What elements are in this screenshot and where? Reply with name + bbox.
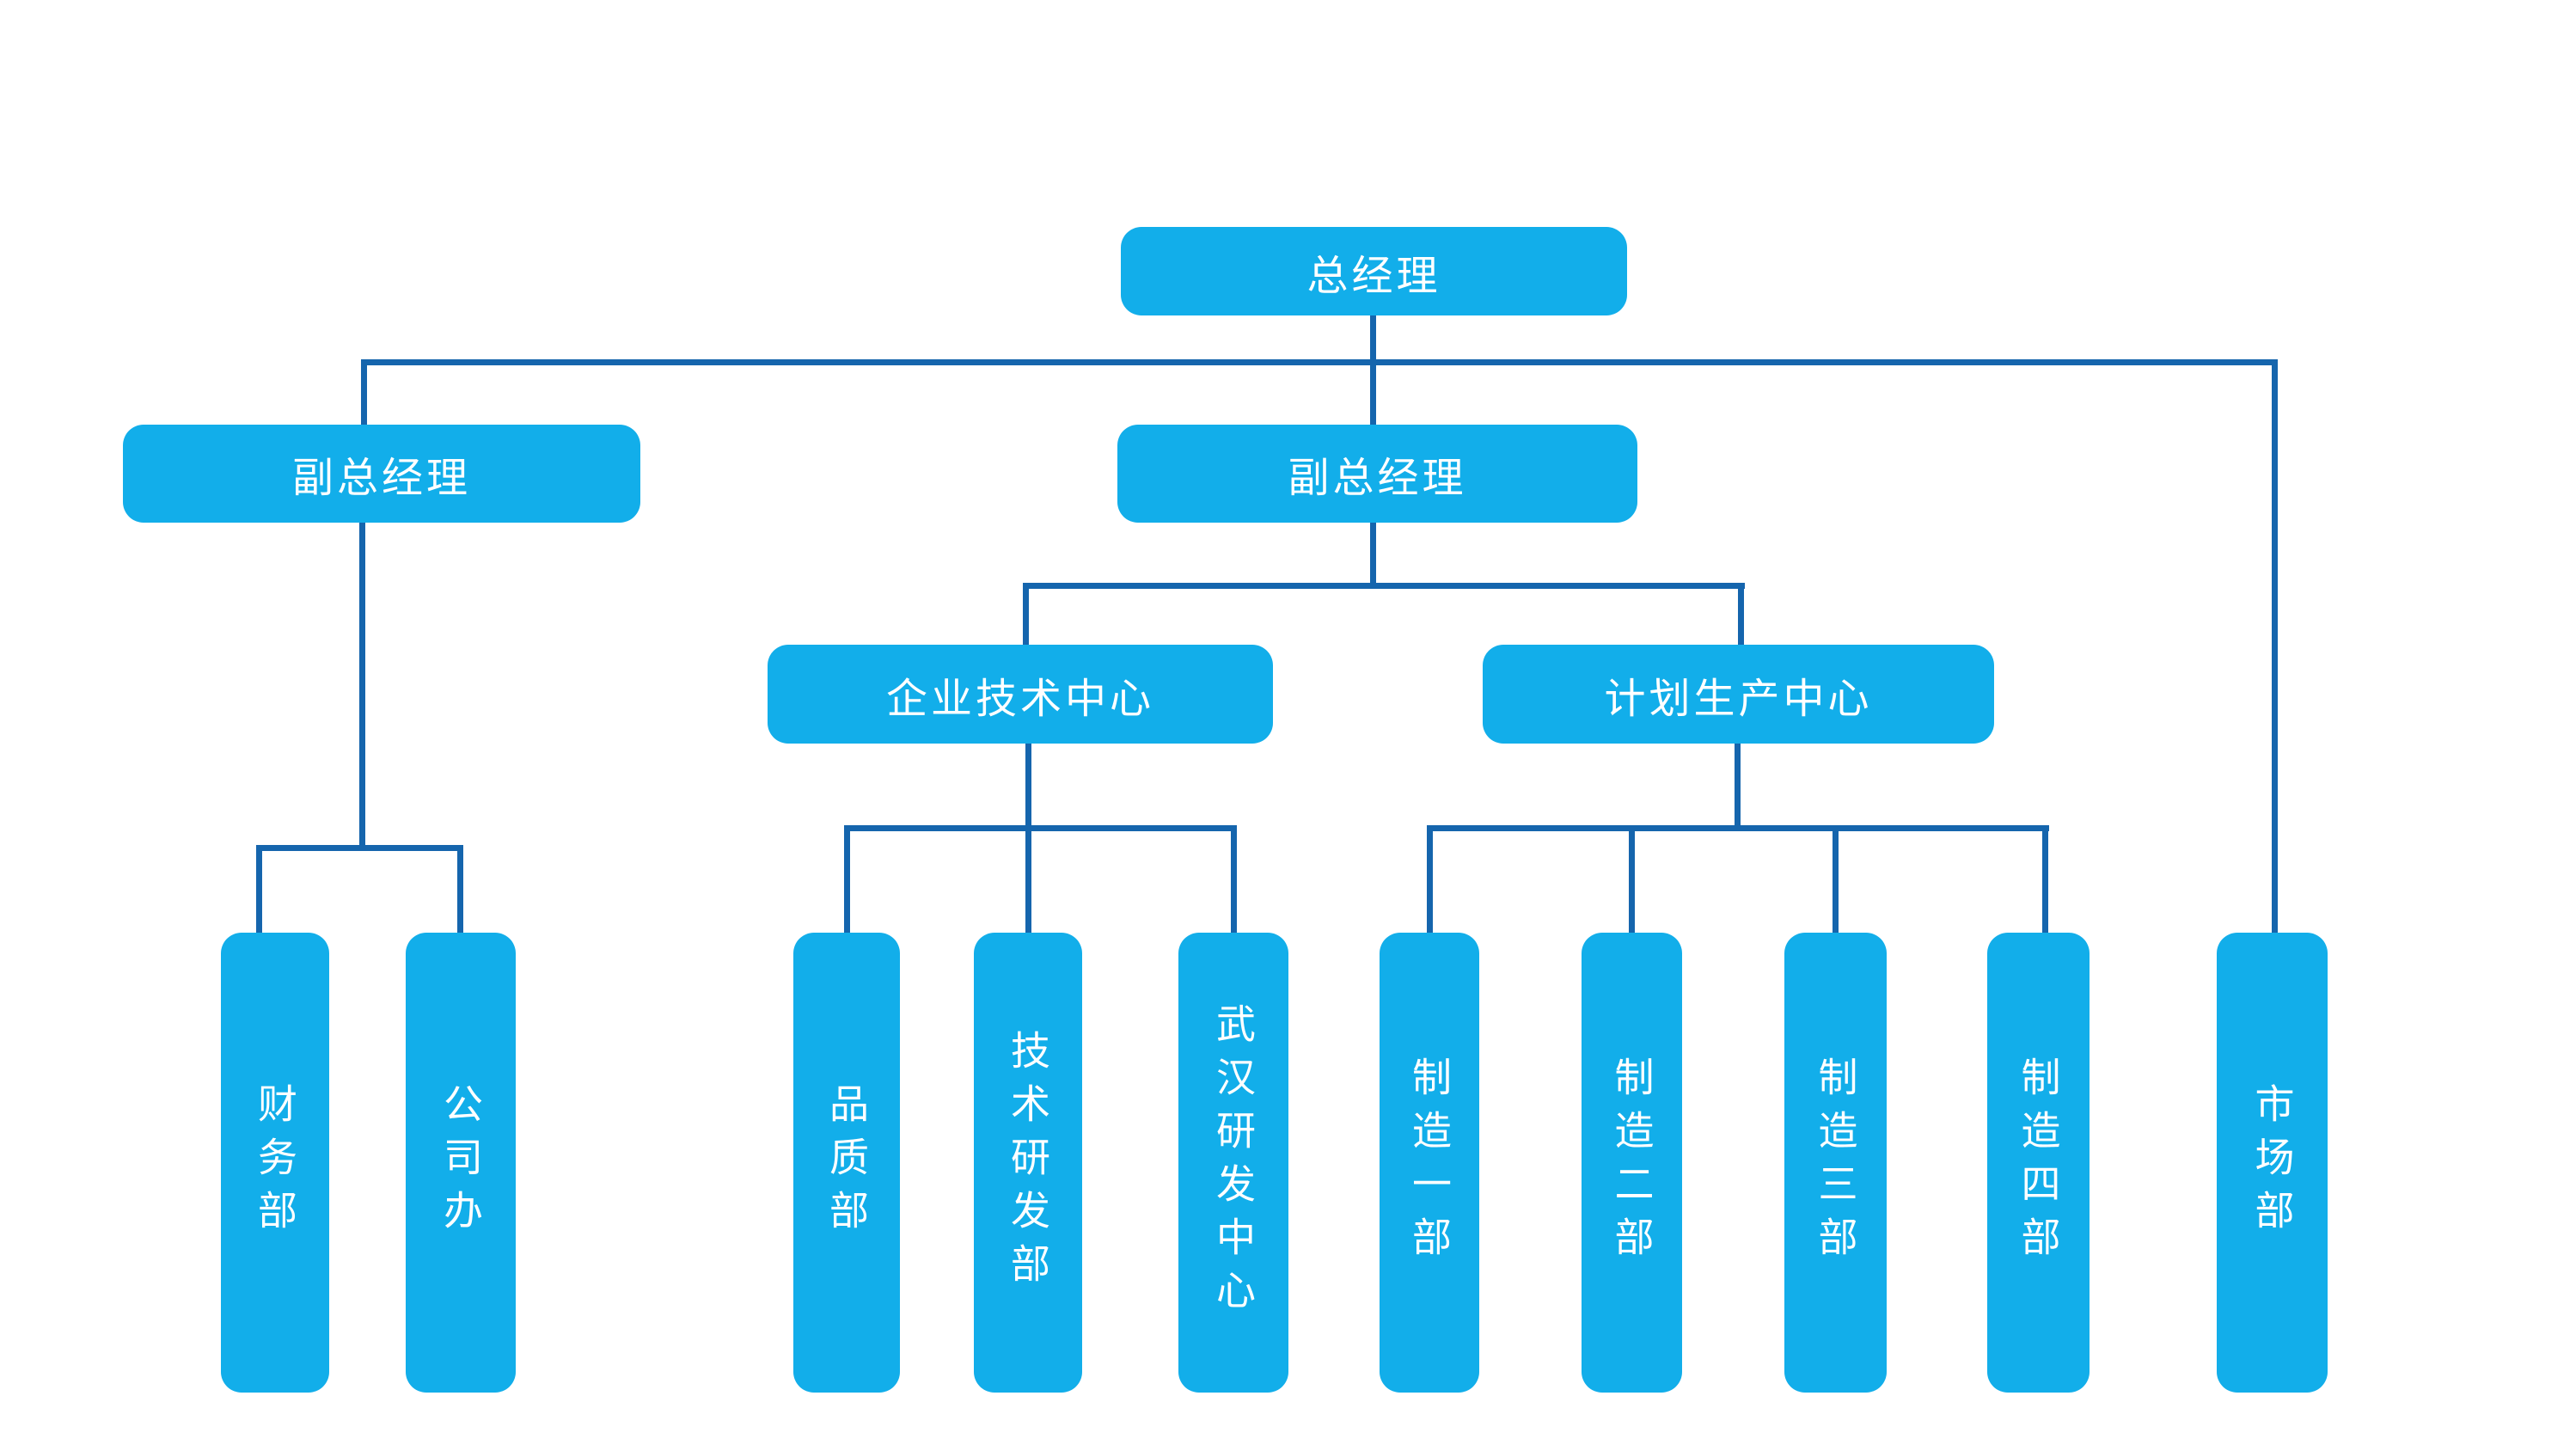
connector-root-drop xyxy=(1370,315,1376,363)
connector-deputy-right-bus xyxy=(1023,583,1745,589)
connector-tech-center-drop xyxy=(1025,744,1031,933)
node-company-office: 公司办 xyxy=(406,933,516,1393)
node-enterprise-tech-center: 企业技术中心 xyxy=(768,645,1273,744)
node-general-manager: 总经理 xyxy=(1121,227,1627,315)
node-manufacturing-dept-1-label: 制造一部 xyxy=(1407,1056,1452,1270)
node-quality-dept-label: 品质部 xyxy=(824,1082,869,1243)
node-marketing-dept-label: 市场部 xyxy=(2249,1082,2295,1243)
connector-drop-marketing xyxy=(2272,359,2278,933)
node-tech-rd-dept-label: 技术研发部 xyxy=(1006,1029,1050,1296)
connector-drop-finance xyxy=(256,845,262,933)
connector-production-center-drop xyxy=(1735,744,1741,831)
connector-level1-bus xyxy=(361,359,2278,365)
node-tech-rd-dept: 技术研发部 xyxy=(974,933,1082,1393)
connector-production-center-bus xyxy=(1427,825,2049,831)
node-deputy-general-manager-right: 副总经理 xyxy=(1117,425,1637,523)
node-manufacturing-dept-4-label: 制造四部 xyxy=(2016,1056,2061,1270)
node-wuhan-rd-center: 武汉研发中心 xyxy=(1178,933,1288,1393)
node-manufacturing-dept-3: 制造三部 xyxy=(1784,933,1887,1393)
connector-deputy-left-bus xyxy=(256,845,462,851)
node-finance-dept: 财务部 xyxy=(221,933,329,1393)
connector-drop-manufacturing-3 xyxy=(1833,825,1839,933)
node-manufacturing-dept-2-label: 制造二部 xyxy=(1609,1056,1655,1270)
connector-deputy-right-drop xyxy=(1370,523,1376,589)
node-manufacturing-dept-2: 制造二部 xyxy=(1582,933,1682,1393)
node-general-manager-label: 总经理 xyxy=(1306,253,1441,299)
connector-tech-center-bus xyxy=(844,825,1237,831)
node-manufacturing-dept-3-label: 制造三部 xyxy=(1813,1056,1858,1270)
connector-drop-wuhan-rd xyxy=(1231,825,1237,933)
node-quality-dept: 品质部 xyxy=(793,933,900,1393)
connector-drop-manufacturing-2 xyxy=(1629,825,1635,933)
node-marketing-dept: 市场部 xyxy=(2217,933,2328,1393)
connector-deputy-left-drop xyxy=(359,523,365,851)
node-deputy-general-manager-right-label: 副总经理 xyxy=(1288,456,1467,501)
connector-drop-manufacturing-1 xyxy=(1427,825,1433,933)
node-planning-production-center-label: 计划生产中心 xyxy=(1604,676,1873,722)
connector-drop-deputy-right xyxy=(1370,359,1376,425)
node-enterprise-tech-center-label: 企业技术中心 xyxy=(885,676,1154,722)
node-company-office-label: 公司办 xyxy=(438,1082,483,1243)
node-manufacturing-dept-4: 制造四部 xyxy=(1987,933,2090,1393)
connector-drop-quality xyxy=(844,825,850,933)
connector-drop-production-center xyxy=(1738,583,1744,645)
node-deputy-general-manager-left-label: 副总经理 xyxy=(291,456,471,501)
node-wuhan-rd-center-label: 武汉研发中心 xyxy=(1211,1002,1256,1323)
node-finance-dept-label: 财务部 xyxy=(253,1082,297,1243)
connector-drop-manufacturing-4 xyxy=(2042,825,2048,933)
node-planning-production-center: 计划生产中心 xyxy=(1483,645,1994,744)
node-manufacturing-dept-1: 制造一部 xyxy=(1380,933,1479,1393)
node-deputy-general-manager-left: 副总经理 xyxy=(123,425,640,523)
connector-drop-company-office xyxy=(457,845,463,933)
connector-drop-tech-center xyxy=(1023,583,1029,645)
connector-drop-deputy-left xyxy=(361,359,367,425)
